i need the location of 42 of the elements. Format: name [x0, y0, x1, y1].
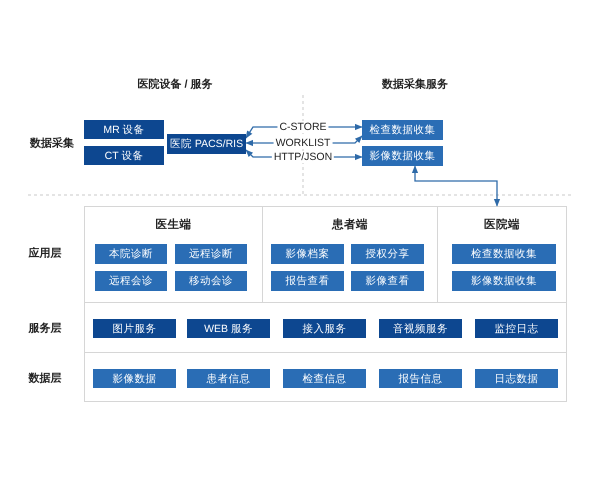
- panel-heading: 医生端: [154, 217, 192, 232]
- module-box: 医院 PACS/RIS: [167, 134, 246, 154]
- module-box: 检查数据收集: [452, 244, 556, 264]
- module-box: 患者信息: [187, 369, 270, 388]
- module-box: 影像档案: [271, 244, 344, 264]
- column-heading: 医院设备 / 服务: [137, 77, 213, 92]
- module-box: 检查信息: [283, 369, 366, 388]
- module-box: MR 设备: [84, 120, 164, 139]
- edge-label: C-STORE: [277, 121, 329, 133]
- module-box: 远程诊断: [175, 244, 247, 264]
- module-box: 接入服务: [283, 319, 366, 338]
- module-box: 远程会诊: [95, 271, 167, 291]
- module-box: 报告查看: [271, 271, 344, 291]
- panel-heading: 患者端: [330, 217, 369, 232]
- module-box: 报告信息: [379, 369, 462, 388]
- module-box: 检查数据收集: [362, 120, 443, 140]
- layer-panel: [84, 302, 567, 353]
- layer-panel: [84, 206, 263, 303]
- edge-label: HTTP/JSON: [272, 151, 334, 163]
- module-box: 移动会诊: [175, 271, 247, 291]
- module-box: CT 设备: [84, 146, 164, 165]
- module-box: 音视频服务: [379, 319, 462, 338]
- row-label: 服务层: [28, 321, 62, 336]
- module-box: 授权分享: [351, 244, 424, 264]
- edge-label: WORKLIST: [274, 137, 332, 149]
- module-box: 影像数据收集: [452, 271, 556, 291]
- row-label: 数据层: [28, 372, 62, 386]
- module-box: 影像查看: [351, 271, 424, 291]
- row-label: 数据采集: [30, 136, 74, 150]
- module-box: 影像数据: [93, 369, 176, 388]
- panel-heading: 医院端: [483, 217, 521, 232]
- column-heading: 数据采集服务: [382, 77, 448, 92]
- layer-panel: [84, 352, 567, 402]
- module-box: WEB 服务: [187, 319, 270, 338]
- module-box: 监控日志: [475, 319, 558, 338]
- module-box: 日志数据: [475, 369, 558, 388]
- module-box: 本院诊断: [95, 244, 167, 264]
- row-label: 应用层: [28, 246, 62, 260]
- module-box: 图片服务: [93, 319, 176, 338]
- module-box: 影像数据收集: [362, 146, 443, 166]
- arrow: [412, 165, 500, 207]
- layer-panel: [437, 206, 567, 303]
